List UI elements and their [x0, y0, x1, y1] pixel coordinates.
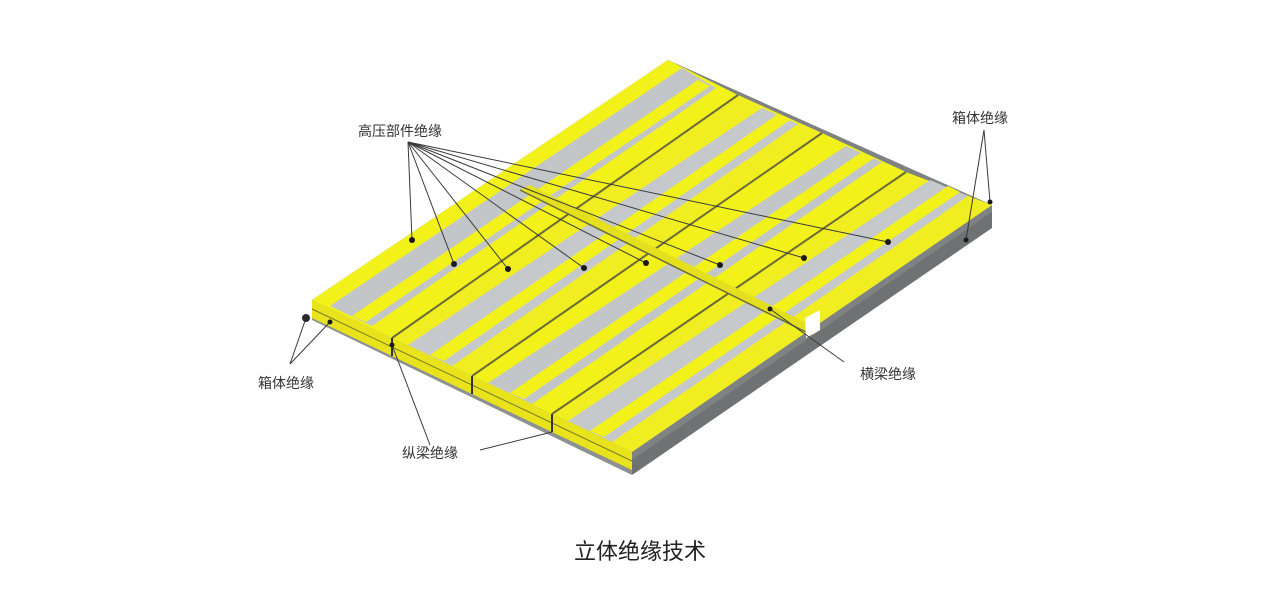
module-1 [312, 60, 738, 338]
box-left-leaders [289, 314, 333, 365]
module-2 [392, 95, 822, 376]
crossbeam-leader [767, 306, 845, 363]
box-insulation-right-label: 箱体绝缘 [952, 111, 1008, 127]
box-insulation-left-label: 箱体绝缘 [258, 376, 314, 392]
longbeam-leaders [389, 342, 553, 451]
hv-insulation-label: 高压部件绝缘 [358, 123, 442, 140]
longbeam-insulation-label: 纵梁绝缘 [402, 446, 458, 462]
crossbeam-insulation-label: 横梁绝缘 [860, 367, 916, 383]
diagram-caption: 立体绝缘技术 [574, 540, 706, 565]
crossbeam-break [519, 185, 820, 338]
hv-leaders [407, 141, 891, 272]
box-right-leaders [963, 129, 993, 243]
